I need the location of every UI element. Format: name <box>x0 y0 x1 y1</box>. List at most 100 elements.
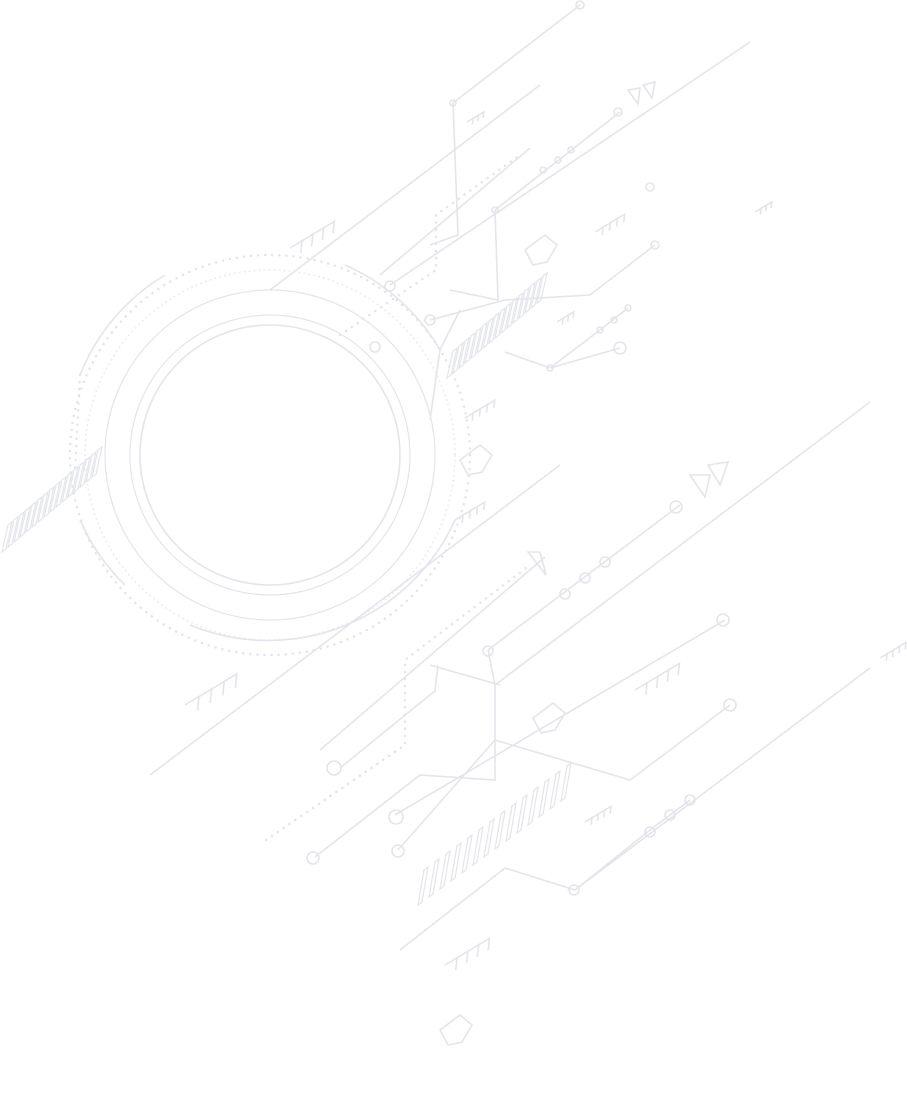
chevron-icon <box>603 804 612 814</box>
circuit-line <box>504 351 551 369</box>
chevron-icon <box>466 116 474 125</box>
circuit-node <box>664 809 676 821</box>
triangle-icon <box>641 80 657 101</box>
hatch-bar <box>516 793 528 835</box>
hatch-bar <box>13 510 25 544</box>
chevron-icon <box>594 225 604 236</box>
chevron-icon <box>879 652 888 661</box>
circuit-line <box>494 111 621 211</box>
circuit-node <box>559 588 571 600</box>
circuit-node <box>326 760 342 776</box>
circuit-lines <box>73 0 871 951</box>
hatch-bar <box>461 833 473 875</box>
hatch-bar <box>470 326 482 360</box>
hatch-bar <box>505 801 517 843</box>
hatch-bar <box>37 490 49 524</box>
hatch-bar <box>476 321 488 355</box>
circuit-node <box>716 613 730 627</box>
circuit-line <box>149 464 561 776</box>
hatch-bar <box>536 271 548 305</box>
chevron-icon <box>476 500 486 511</box>
hatch-bar <box>482 316 494 350</box>
chip-icon <box>458 443 494 476</box>
hatch-bar <box>1 520 13 554</box>
hatch-bar <box>518 286 530 320</box>
hatch-bar <box>530 276 542 310</box>
circuit-node <box>449 99 457 107</box>
hatch-bar <box>458 336 470 370</box>
chevron-icon <box>898 640 907 650</box>
chevron-icon <box>476 936 491 951</box>
circuit-line <box>269 84 541 291</box>
chevron-icon <box>454 513 464 524</box>
circuit-node <box>613 107 623 117</box>
chevron-icon <box>289 239 303 253</box>
dotted-line <box>338 153 522 337</box>
chip-icon <box>523 233 559 266</box>
circuit-node <box>596 326 604 334</box>
circuit-node <box>539 166 547 174</box>
chevron-icon <box>634 681 648 695</box>
hatch-bar <box>464 331 476 365</box>
chevron-icon <box>616 212 626 223</box>
circuit-line <box>452 4 581 104</box>
circuit-line <box>339 689 437 769</box>
hatch-bar <box>43 485 55 519</box>
chevron-icon <box>584 816 593 825</box>
hatch-bar <box>73 460 85 494</box>
hatch-bar <box>500 301 512 335</box>
circuit-line <box>434 664 439 691</box>
hatch-bar <box>538 777 550 819</box>
hatch-bar <box>49 480 61 514</box>
circuit-node <box>579 572 591 584</box>
circuit-node <box>684 794 696 806</box>
hatch-bar <box>91 445 103 479</box>
circuit-node <box>546 364 554 372</box>
triangle-icon <box>706 461 730 487</box>
circuit-line <box>397 704 731 851</box>
circuit-line <box>394 619 726 816</box>
chevron-icon <box>455 949 469 964</box>
dotted-line <box>73 373 82 472</box>
chevron-icon <box>466 943 480 957</box>
chevron-icon <box>765 200 773 208</box>
circuit-node <box>645 182 655 192</box>
circuit-line <box>389 41 751 286</box>
chevron-icon <box>209 679 226 696</box>
chevron-icon <box>645 674 659 689</box>
chip-icon <box>531 701 567 734</box>
circuit-node <box>491 206 499 214</box>
hatch-bar <box>524 281 536 315</box>
hatch-bar <box>85 450 97 484</box>
hatch-bar <box>19 505 31 539</box>
circuit-node <box>391 844 405 858</box>
chevron-icon <box>300 232 314 247</box>
hatch-bar <box>61 470 73 504</box>
chevron-icon <box>321 219 336 234</box>
circuit-node <box>554 156 562 164</box>
hatch-bar <box>25 500 37 534</box>
hud-circle <box>68 253 472 657</box>
circuit-node <box>424 314 436 326</box>
chevron-icon <box>486 398 496 409</box>
hatch-bar <box>483 817 495 859</box>
circuit-node <box>306 851 320 865</box>
circuit-line <box>487 401 871 687</box>
hatch-bar <box>7 515 19 549</box>
hatch-bar <box>488 311 500 345</box>
chevron-icon <box>477 110 485 118</box>
circuit-line <box>429 102 459 246</box>
circuit-node <box>613 341 627 355</box>
circuit-line <box>487 504 681 651</box>
hatch-bar <box>549 769 561 811</box>
circuit-node <box>650 240 660 250</box>
circuit-node <box>624 304 632 312</box>
hatch-bar <box>446 346 458 380</box>
hatch-bar <box>79 455 91 489</box>
hatch-bar <box>494 809 506 851</box>
hatch-bar <box>494 306 506 340</box>
circuit-line <box>319 556 546 751</box>
circuit-line <box>379 147 531 276</box>
chevron-icon <box>666 661 681 676</box>
